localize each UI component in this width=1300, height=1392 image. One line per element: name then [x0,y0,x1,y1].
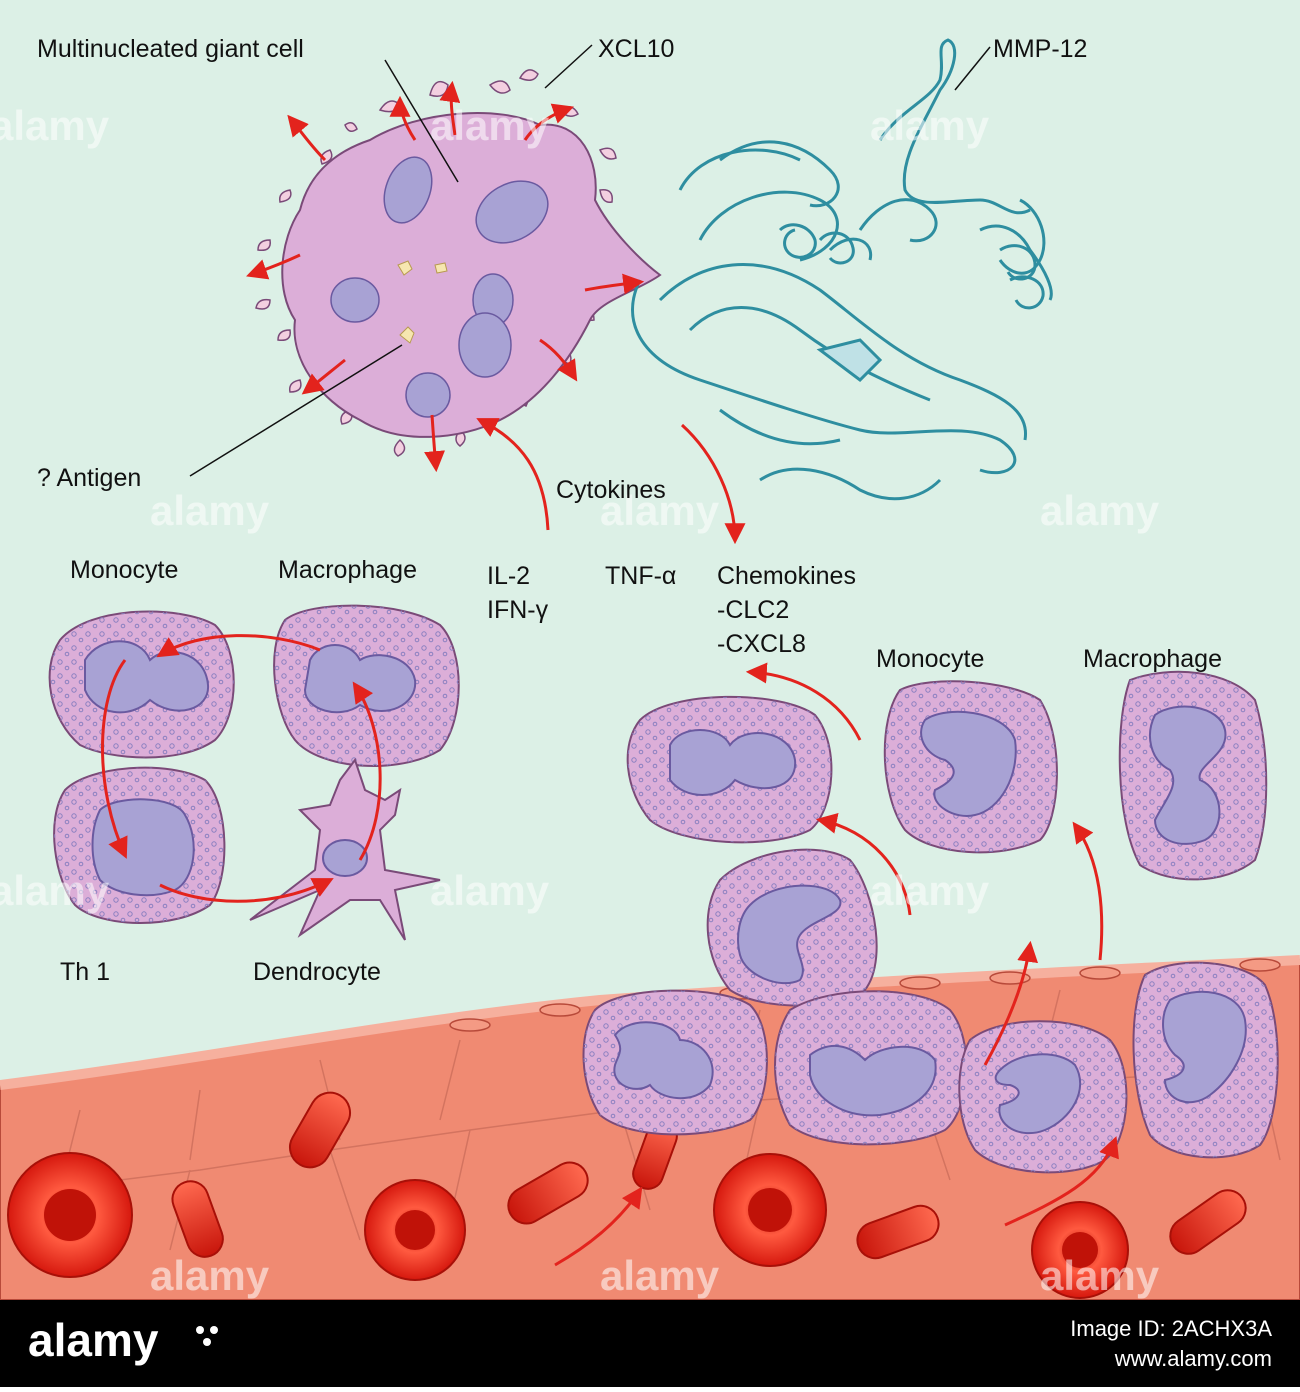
watermark: alamy [600,487,720,534]
mmp12-label: MMP-12 [993,35,1087,63]
macrophage-right-label: Macrophage [1083,645,1222,673]
dendrocyte-label: Dendrocyte [253,958,381,986]
mmp12-protein [631,38,1053,501]
left-th1-cell [53,766,226,924]
monocyte-right-label: Monocyte [876,645,984,673]
right-monocyte-mid [706,848,878,1007]
multinucleated-giant-cell [255,69,662,457]
xcl10-label: XCL10 [598,35,674,63]
clc2-label: -CLC2 [717,596,789,624]
diagram-svg: alamy alamy alamy alamy alamy alamy alam… [0,0,1300,1301]
right-macrophage-wall-1 [582,989,768,1136]
watermark-layer: alamy alamy alamy alamy alamy alamy alam… [0,102,1160,1299]
tnf-alpha-label: TNF-α [605,562,676,590]
watermark: alamy [430,867,550,914]
cytokines-label: Cytokines [556,476,666,504]
site-link[interactable]: www.alamy.com [1114,1346,1272,1371]
cycle-arrows [101,634,382,903]
watermark: alamy [150,487,270,534]
watermark: alamy [870,102,990,149]
right-migrating-cells [582,670,1279,1174]
labels: Multinucleated giant cell XCL10 MMP-12 ?… [37,35,1222,986]
alamy-logo: alamy [28,1314,218,1366]
watermark: alamy [600,1252,720,1299]
left-cell-cycle [48,604,460,941]
left-dendrocyte-cell [249,757,441,941]
watermark: alamy [1040,1252,1160,1299]
left-macrophage-cell [273,604,460,767]
antigen-label: ? Antigen [37,464,141,492]
right-monocyte-wall-4 [1132,961,1279,1159]
giant-cell-label: Multinucleated giant cell [37,35,304,63]
watermark: alamy [0,102,110,149]
macrophage-left-label: Macrophage [278,556,417,584]
svg-text:alamy: alamy [28,1314,159,1366]
left-monocyte-cell [48,610,235,759]
right-monocyte-wall-2 [774,990,968,1146]
right-macrophage-mid [626,695,833,844]
image-id-label: Image ID: 2ACHX3A [1070,1316,1272,1341]
watermark: alamy [0,867,110,914]
right-macrophage-wall-3 [958,1020,1128,1174]
signal-arrows [246,80,1119,1267]
watermark: alamy [870,867,990,914]
red-blood-cells [7,1091,1247,1299]
antigen-particles [397,260,448,344]
ifn-gamma-label: IFN-γ [487,596,549,624]
footer-bar: alamy Image ID: 2ACHX3A www.alamy.com [0,1300,1300,1387]
il2-label: IL-2 [487,562,530,590]
watermark: alamy [430,102,550,149]
th1-label: Th 1 [60,958,110,986]
right-macrophage-top [1118,670,1268,881]
right-monocyte-top [883,680,1058,854]
leader-lines [189,44,991,477]
watermark: alamy [150,1252,270,1299]
footer-svg: alamy Image ID: 2ACHX3A www.alamy.com [28,1314,1272,1371]
watermark: alamy [1040,487,1160,534]
giant-cell-nuclei [330,156,549,418]
chemokines-label: Chemokines [717,562,856,590]
cxcl8-label: -CXCL8 [717,630,806,658]
monocyte-left-label: Monocyte [70,556,178,584]
